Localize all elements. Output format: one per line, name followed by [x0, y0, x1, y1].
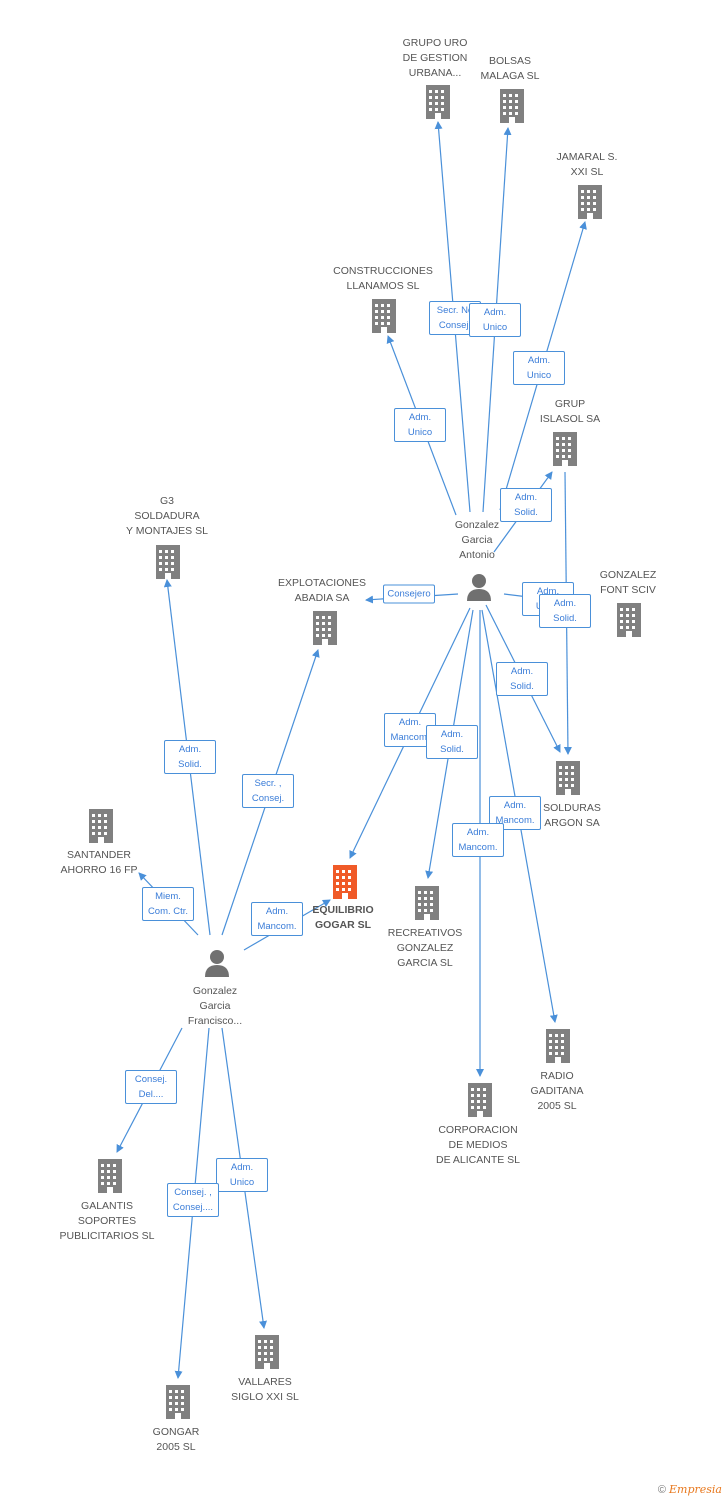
edge-label[interactable]: Consejero	[383, 584, 435, 604]
footer: © Empresia	[658, 1483, 722, 1496]
edge-label[interactable]: Adm. Solid.	[539, 594, 591, 628]
node-label-equilibrio[interactable]: EQUILIBRIO GOGAR SL	[312, 904, 374, 931]
edge-label[interactable]: Adm. Unico	[513, 351, 565, 385]
building-icon[interactable]	[253, 1335, 281, 1374]
node-label-gonzalez-francisco[interactable]: Gonzalez Garcia Francisco...	[187, 985, 243, 1027]
copyright-icon: ©	[657, 1484, 666, 1496]
node-label-gonzalez-font[interactable]: GONZALEZ FONT SCIV	[599, 569, 657, 596]
node-label-corporacion[interactable]: CORPORACION DE MEDIOS DE ALICANTE SL	[435, 1124, 521, 1166]
building-icon[interactable]	[311, 611, 339, 650]
building-icon[interactable]	[164, 1385, 192, 1424]
edge-label[interactable]: Adm. Mancom.	[251, 902, 303, 936]
node-label-grupo-uro[interactable]: GRUPO URO DE GESTION URBANA...	[402, 37, 468, 79]
building-icon[interactable]	[554, 761, 582, 800]
edge-label[interactable]: Adm. Unico	[469, 303, 521, 337]
building-icon[interactable]	[551, 432, 579, 471]
edge-label[interactable]: Adm. Solid.	[164, 740, 216, 774]
building-icon[interactable]	[370, 299, 398, 338]
node-label-galantis[interactable]: GALANTIS SOPORTES PUBLICITARIOS SL	[59, 1200, 155, 1242]
node-label-soldaduras[interactable]: SOLDURAS ARGON SA	[543, 802, 601, 829]
building-icon[interactable]	[498, 89, 526, 128]
node-label-bolsas[interactable]: BOLSAS MALAGA SL	[480, 55, 540, 82]
node-label-gongar[interactable]: GONGAR 2005 SL	[152, 1426, 200, 1453]
building-icon[interactable]	[576, 185, 604, 224]
building-icon[interactable]	[466, 1083, 494, 1122]
node-label-radio[interactable]: RADIO GADITANA 2005 SL	[530, 1070, 584, 1112]
node-label-construcciones[interactable]: CONSTRUCCIONES LLANAMOS SL	[333, 265, 433, 292]
building-icon[interactable]	[154, 545, 182, 584]
node-label-gonzalez-antonio[interactable]: Gonzalez Garcia Antonio	[454, 519, 500, 561]
node-label-explotaciones[interactable]: EXPLOTACIONES ABADIA SA	[278, 577, 366, 604]
brand-logo[interactable]: Empresia	[669, 1483, 722, 1496]
edge-label[interactable]: Adm. Solid.	[496, 662, 548, 696]
building-icon[interactable]	[96, 1159, 124, 1198]
node-label-santander[interactable]: SANTANDER AHORRO 16 FP	[60, 849, 138, 876]
edge-label[interactable]: Adm. Mancom.	[452, 823, 504, 857]
edge-label[interactable]: Adm. Unico	[394, 408, 446, 442]
building-icon[interactable]	[544, 1029, 572, 1068]
edge-label[interactable]: Adm. Solid.	[500, 488, 552, 522]
edge-label[interactable]: Miem. Com. Ctr.	[142, 887, 194, 921]
person-icon[interactable]	[465, 573, 493, 606]
building-icon[interactable]	[424, 85, 452, 124]
edge-label[interactable]: Adm. Solid.	[426, 725, 478, 759]
node-label-vallares[interactable]: VALLARES SIGLO XXI SL	[231, 1376, 299, 1403]
edge-label[interactable]: Adm. Unico	[216, 1158, 268, 1192]
person-icon[interactable]	[203, 949, 231, 982]
edge-label[interactable]: Secr. , Consej.	[242, 774, 294, 808]
building-icon[interactable]	[87, 809, 115, 848]
edge-label[interactable]: Consej. Del....	[125, 1070, 177, 1104]
building-icon[interactable]	[331, 865, 359, 904]
node-label-recreativos[interactable]: RECREATIVOS GONZALEZ GARCIA SL	[387, 927, 463, 969]
node-label-jamaral[interactable]: JAMARAL S. XXI SL	[556, 151, 618, 178]
building-icon[interactable]	[413, 886, 441, 925]
edge-label[interactable]: Consej. , Consej....	[167, 1183, 219, 1217]
node-label-g3[interactable]: G3 SOLDADURA Y MONTAJES SL	[126, 495, 208, 537]
building-icon[interactable]	[615, 603, 643, 642]
node-label-grup-islasol[interactable]: GRUP ISLASOL SA	[539, 398, 601, 425]
